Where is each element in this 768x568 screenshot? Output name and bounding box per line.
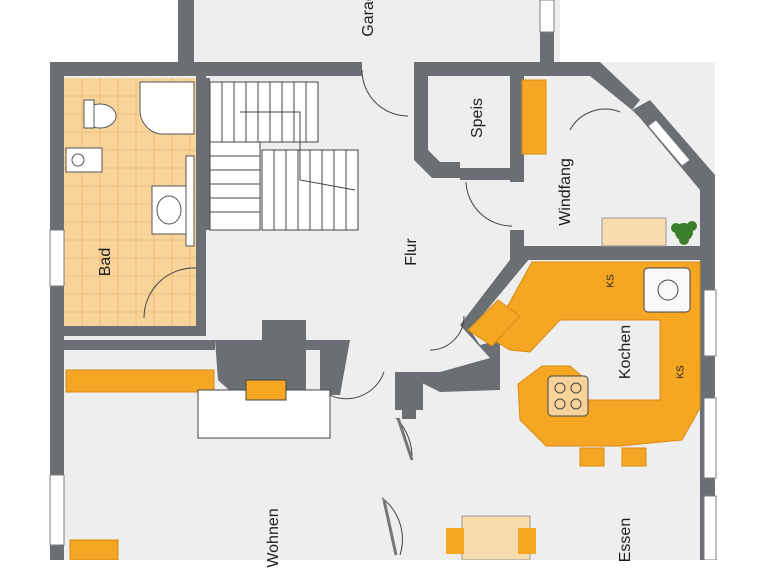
kitchen-sink [643,267,691,313]
room-label-speis: Speis [469,97,486,139]
room-label-bad: Bad [97,247,114,277]
walls [50,0,715,560]
fireplace [197,379,331,439]
windows [49,0,717,560]
shoe-cabinet [601,217,667,247]
fridge-label-top: KS [605,274,617,288]
dining-table [446,515,536,560]
room-label-wohnen: Wohnen [265,508,282,568]
plant [671,221,697,245]
cooktop [547,375,589,417]
room-label-essen: Essen [617,517,634,563]
door-leaves [382,417,414,556]
room-label-flur: Flur [403,238,420,266]
room-label-windfang: Windfang [557,158,574,226]
room-label-garage: Garage [360,0,377,37]
staircase [209,81,359,231]
armchair [69,539,119,560]
room-label-kochen: Kochen [617,324,634,380]
fridge-label-bottom: KS [675,365,687,379]
garage-floor [180,0,560,62]
bathroom-fixtures [65,81,195,247]
